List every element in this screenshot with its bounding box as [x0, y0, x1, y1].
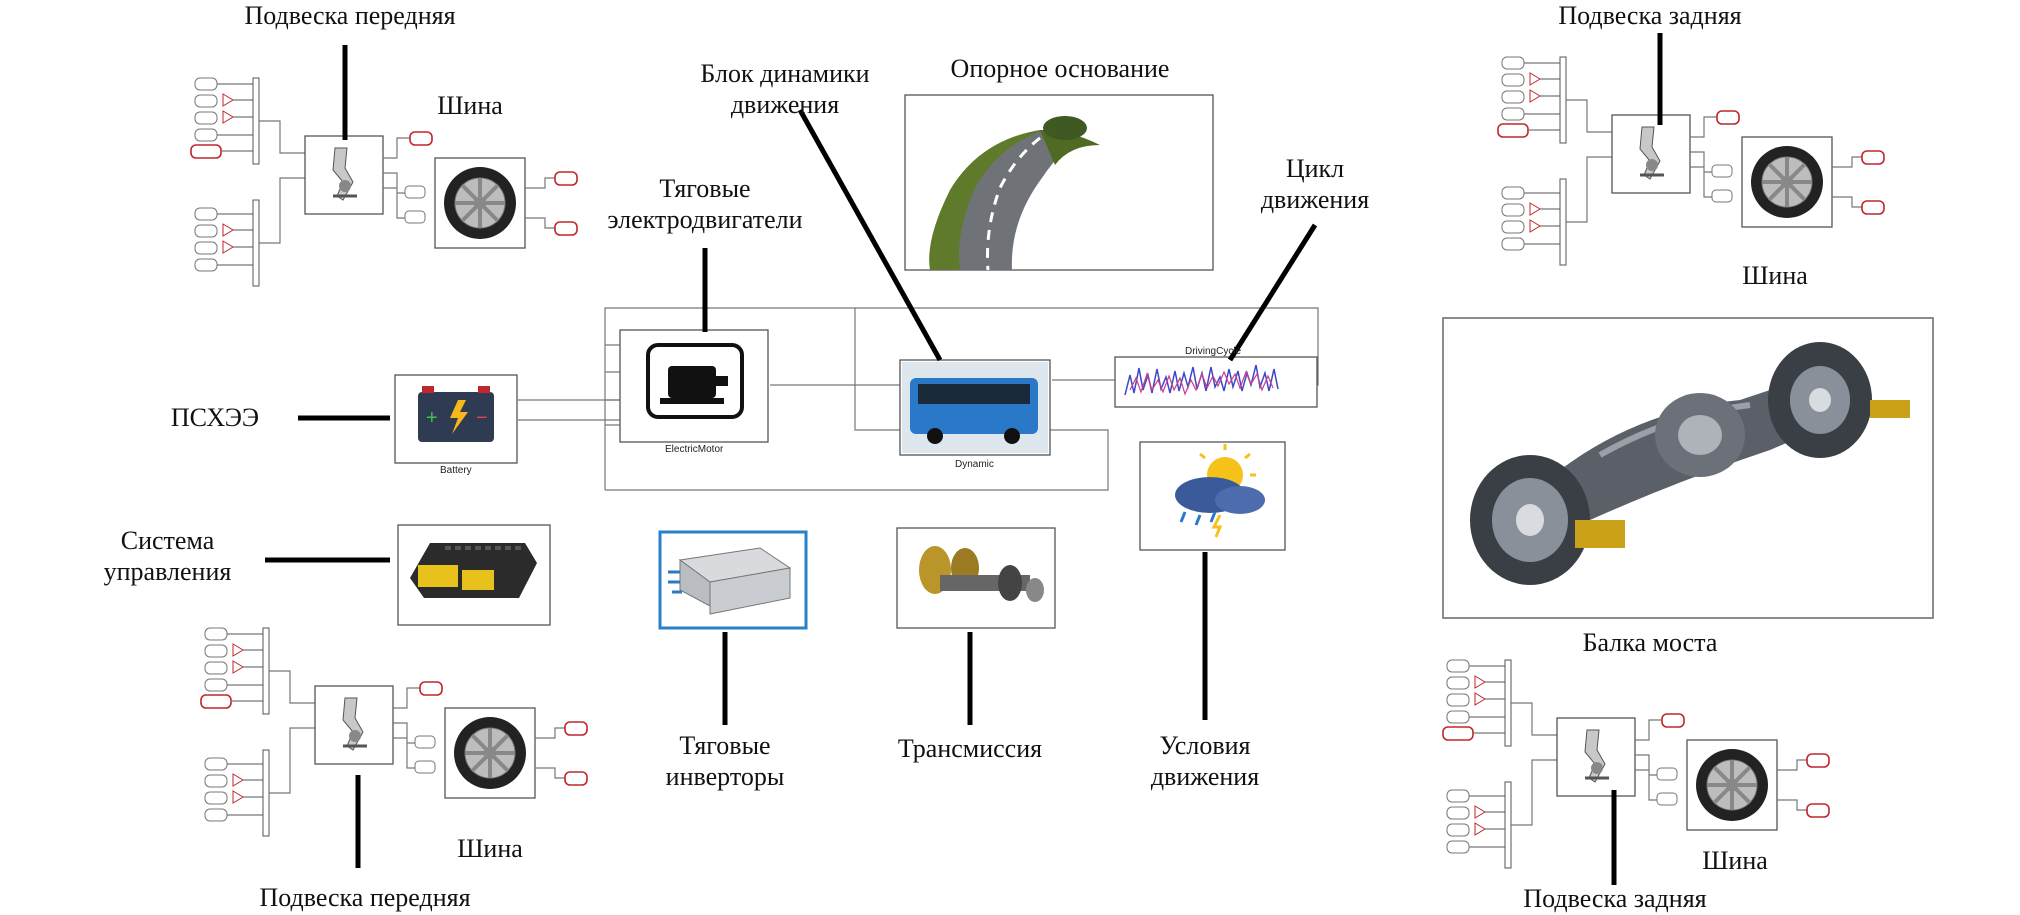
control-unit-block [397, 524, 551, 626]
battery-caption: Battery [440, 465, 472, 476]
svg-text:+: + [426, 407, 438, 429]
rear-suspension-bottom-cluster [1441, 658, 1831, 870]
electric-motor-caption: ElectricMotor [665, 444, 724, 455]
label-dynamics-block: Блок динамики движения [700, 59, 870, 119]
label-front-suspension-top: Подвеска передняя [244, 1, 456, 30]
main-wiring [518, 307, 1319, 491]
label-driving-conditions: Условия движения [1150, 731, 1260, 791]
inverter-block [658, 530, 808, 630]
label-traction-motors: Тяговые электродвигатели [607, 174, 803, 234]
label-tire-bottom-right: Шина [1702, 846, 1768, 875]
dynamic-caption: Dynamic [955, 459, 994, 470]
label-tire-top-right: Шина [1742, 261, 1808, 290]
label-rear-suspension-top: Подвеска задняя [1558, 1, 1742, 30]
reference-base-block [904, 94, 1214, 271]
label-drive-cycle: Цикл движения [1260, 154, 1370, 214]
label-reference-base: Опорное основание [950, 54, 1170, 83]
label-axle-beam: Балка моста [1582, 628, 1718, 657]
label-pskhee: ПСХЭЭ [170, 403, 260, 432]
dynamic-block [899, 359, 1051, 456]
label-transmission: Трансмиссия [897, 734, 1043, 763]
pointer-lines [265, 33, 1663, 885]
driving-cycle-caption: DrivingCycle [1185, 346, 1242, 357]
label-front-suspension-bottom: Подвеска передняя [259, 883, 471, 912]
battery-block: + − [394, 374, 518, 464]
label-rear-suspension-bottom: Подвеска задняя [1523, 884, 1707, 913]
transmission-block [896, 527, 1056, 629]
label-tire-bottom-left: Шина [457, 834, 523, 863]
label-traction-inverters: Тяговые инверторы [665, 731, 785, 791]
label-tire-top-left: Шина [437, 91, 503, 120]
weather-block [1139, 441, 1286, 551]
svg-text:−: − [476, 407, 488, 429]
front-suspension-bottom-cluster [199, 626, 589, 838]
pointer-dynamics [797, 108, 943, 362]
driving-cycle-block [1114, 356, 1318, 408]
label-control-system: Система управления [103, 526, 232, 586]
pointer-drive-cycle [1227, 223, 1318, 362]
axle-beam-image [1442, 317, 1934, 619]
electric-motor-block [619, 329, 769, 443]
rear-suspension-top-cluster [1496, 55, 1886, 267]
